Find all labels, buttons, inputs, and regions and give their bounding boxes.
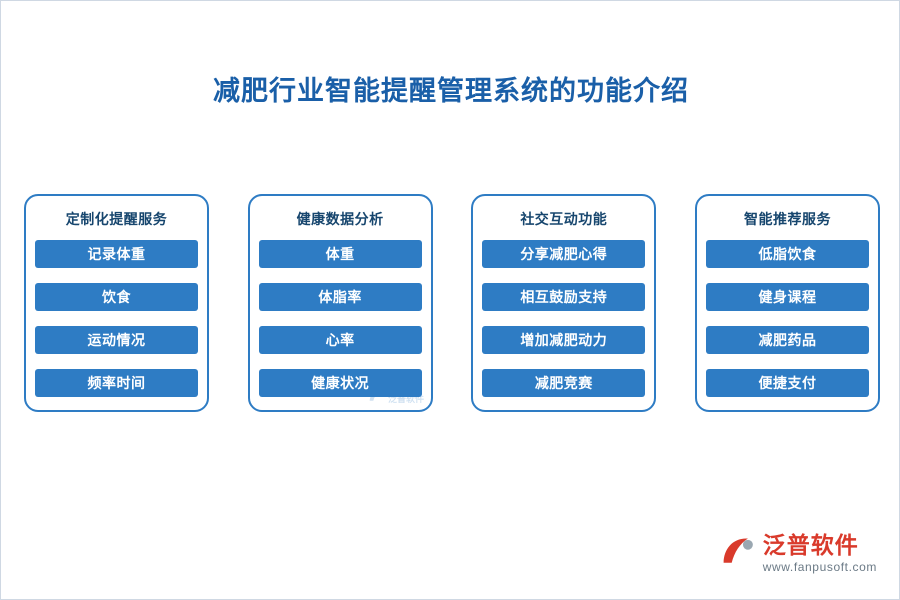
feature-item[interactable]: 频率时间 — [35, 369, 198, 397]
feature-item[interactable]: 相互鼓励支持 — [482, 283, 646, 311]
logo-text-block: 泛普软件 www.fanpusoft.com — [763, 532, 877, 575]
page-title: 减肥行业智能提醒管理系统的功能介绍 — [213, 76, 689, 106]
feature-item[interactable]: 减肥药品 — [705, 326, 869, 354]
brand-logo: 泛普软件 www.fanpusoft.com — [720, 532, 877, 575]
feature-item[interactable]: 饮食 — [35, 283, 198, 311]
feature-card-title: 智能推荐服务 — [743, 211, 831, 227]
feature-columns: 定制化提醒服务 记录体重 饮食 运动情况 频率时间 健康数据分析 体重 体脂率 … — [24, 194, 880, 412]
feature-item[interactable]: 运动情况 — [35, 326, 198, 354]
feature-item[interactable]: 分享减肥心得 — [482, 240, 646, 268]
feature-item[interactable]: 健康状况 — [258, 369, 422, 397]
feature-item[interactable]: 增加减肥动力 — [482, 326, 646, 354]
feature-card-4: 智能推荐服务 低脂饮食 健身课程 减肥药品 便捷支付 — [694, 194, 880, 412]
feature-card-1: 定制化提醒服务 记录体重 饮食 运动情况 频率时间 — [24, 194, 209, 412]
feature-card-2: 健康数据分析 体重 体脂率 心率 健康状况 — [247, 194, 433, 412]
feature-card-3: 社交互动功能 分享减肥心得 相互鼓励支持 增加减肥动力 减肥竞赛 — [471, 194, 657, 412]
feature-card-title: 社交互动功能 — [520, 211, 608, 227]
feature-item[interactable]: 心率 — [258, 326, 422, 354]
feature-card-title: 健康数据分析 — [296, 211, 384, 227]
logo-leaf-icon — [720, 534, 756, 570]
logo-name: 泛普软件 — [762, 532, 859, 558]
feature-item[interactable]: 体脂率 — [258, 283, 422, 311]
feature-card-title: 定制化提醒服务 — [65, 211, 168, 227]
feature-item[interactable]: 便捷支付 — [705, 369, 869, 397]
logo-url: www.fanpusoft.com — [762, 560, 877, 574]
feature-item[interactable]: 减肥竞赛 — [482, 369, 646, 397]
feature-item[interactable]: 体重 — [258, 240, 422, 268]
feature-item[interactable]: 健身课程 — [705, 283, 869, 311]
feature-item[interactable]: 记录体重 — [35, 240, 198, 268]
feature-item[interactable]: 低脂饮食 — [705, 240, 869, 268]
